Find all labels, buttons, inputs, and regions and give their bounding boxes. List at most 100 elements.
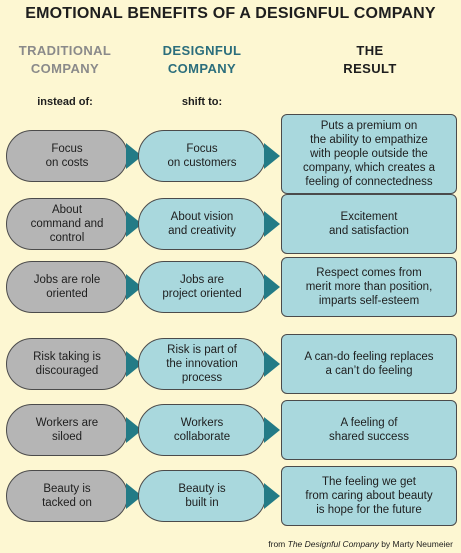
designful-pill: Focus on customers <box>138 130 266 182</box>
designful-text: Workers collaborate <box>174 416 230 444</box>
source-credit: from The Designful Company by Marty Neum… <box>268 539 453 549</box>
result-text-line: The feeling we get <box>322 476 416 488</box>
result-box: Puts a premium on the ability to empathiz… <box>281 114 457 194</box>
result-text-line: Respect comes from <box>316 267 422 279</box>
arrow-right-icon-shape <box>264 211 280 237</box>
designful-text-line: and creativity <box>168 225 236 237</box>
arrow-right-icon <box>264 483 280 509</box>
traditional-column-header: TRADITIONAL COMPANY <box>0 42 130 78</box>
arrow-right-icon <box>264 143 280 169</box>
result-text-line: merit more than position, <box>305 281 433 293</box>
source-book-title: The Designful Company <box>287 539 379 549</box>
traditional-text-line: control <box>49 232 85 244</box>
designful-header-line1: DESIGNFUL <box>162 43 242 58</box>
traditional-text-line: command and <box>30 218 104 230</box>
diagram-title: EMOTIONAL BENEFITS OF A DESIGNFUL COMPAN… <box>25 5 436 22</box>
designful-text-line: Workers <box>180 417 224 429</box>
designful-text-line: the innovation <box>166 358 238 370</box>
designful-pill: Jobs are project oriented <box>138 261 266 313</box>
arrow-right-icon <box>264 274 280 300</box>
designful-pill: Workers collaborate <box>138 404 266 456</box>
result-box: Excitement and satisfaction <box>281 194 457 254</box>
result-column-header: THE RESULT <box>285 42 455 78</box>
arrow-right-icon-shape <box>126 274 142 300</box>
result-text-line: Excitement <box>340 211 398 223</box>
arrow-right-icon <box>126 417 142 443</box>
arrow-right-icon <box>126 274 142 300</box>
result-box: A can-do feeling replaces a can’t do feel… <box>281 334 457 394</box>
arrow-right-icon-shape <box>126 351 142 377</box>
traditional-text-line: oriented <box>46 288 88 300</box>
arrow-right-icon-shape <box>264 483 280 509</box>
traditional-text-line: Focus <box>51 143 83 155</box>
result-text: Respect comes from merit more than positi… <box>306 266 433 308</box>
traditional-text: Jobs are role oriented <box>34 273 100 301</box>
designful-text-line: project oriented <box>162 288 242 300</box>
source-suffix: by Marty Neumeier <box>378 539 453 549</box>
designful-text-line: built in <box>185 497 219 509</box>
designful-text: About vision and creativity <box>168 210 236 238</box>
traditional-text-line: tacked on <box>42 497 92 509</box>
result-text-line: from caring about beauty <box>305 490 433 502</box>
designful-text-line: Risk is part of <box>167 344 237 356</box>
traditional-pill: Jobs are role oriented <box>6 261 128 313</box>
designful-text: Risk is part of the innovation process <box>166 343 238 385</box>
result-text-line: Puts a premium on <box>320 120 418 132</box>
result-text-line: A feeling of <box>340 417 398 429</box>
designful-text-line: Focus <box>186 143 218 155</box>
result-text-line: a can’t do feeling <box>325 365 413 377</box>
traditional-header-line2: COMPANY <box>30 61 100 76</box>
result-text: Excitement and satisfaction <box>329 210 409 238</box>
arrow-right-icon-shape <box>264 274 280 300</box>
result-text-line: imparts self-esteem <box>318 295 420 307</box>
source-prefix: from <box>268 539 288 549</box>
designful-text-line: collaborate <box>173 431 231 443</box>
result-text: A can-do feeling replaces a can’t do feel… <box>304 350 433 378</box>
traditional-pill: Beauty is tacked on <box>6 470 128 522</box>
designful-header-line2: COMPANY <box>167 61 237 76</box>
result-text-line: company, which creates a <box>302 162 436 174</box>
traditional-header-line1: TRADITIONAL <box>18 43 112 58</box>
result-text: The feeling we get from caring about beau… <box>305 475 432 517</box>
result-header-line2: RESULT <box>343 61 397 76</box>
traditional-text-line: Jobs are role <box>33 274 101 286</box>
arrow-right-icon-shape <box>264 351 280 377</box>
designful-text-line: About vision <box>170 211 234 223</box>
designful-text-line: Jobs are <box>179 274 225 286</box>
arrow-right-icon-shape <box>264 143 280 169</box>
result-text-line: and satisfaction <box>329 225 409 237</box>
arrow-right-icon-shape <box>126 483 142 509</box>
arrow-right-icon-shape <box>126 417 142 443</box>
traditional-subheader: instead of: <box>37 96 93 108</box>
result-text: Puts a premium on the ability to empathiz… <box>303 119 435 189</box>
arrow-right-icon-shape <box>126 211 142 237</box>
designful-text: Focus on customers <box>167 142 236 170</box>
result-text-line: the ability to empathize <box>310 134 428 146</box>
designful-text-line: on customers <box>167 157 237 169</box>
traditional-text-line: Beauty is <box>43 483 91 495</box>
designful-text-line: process <box>181 372 223 384</box>
traditional-text: Beauty is tacked on <box>42 482 92 510</box>
result-header-line1: THE <box>356 43 384 58</box>
arrow-right-icon-shape <box>126 143 142 169</box>
arrow-right-icon <box>126 211 142 237</box>
result-text-line: is hope for the future <box>316 504 422 516</box>
arrow-right-icon-shape <box>264 417 280 443</box>
result-text-line: A can-do feeling replaces <box>304 351 434 363</box>
result-box: Respect comes from merit more than positi… <box>281 257 457 317</box>
traditional-text-line: Risk taking is <box>33 351 101 363</box>
